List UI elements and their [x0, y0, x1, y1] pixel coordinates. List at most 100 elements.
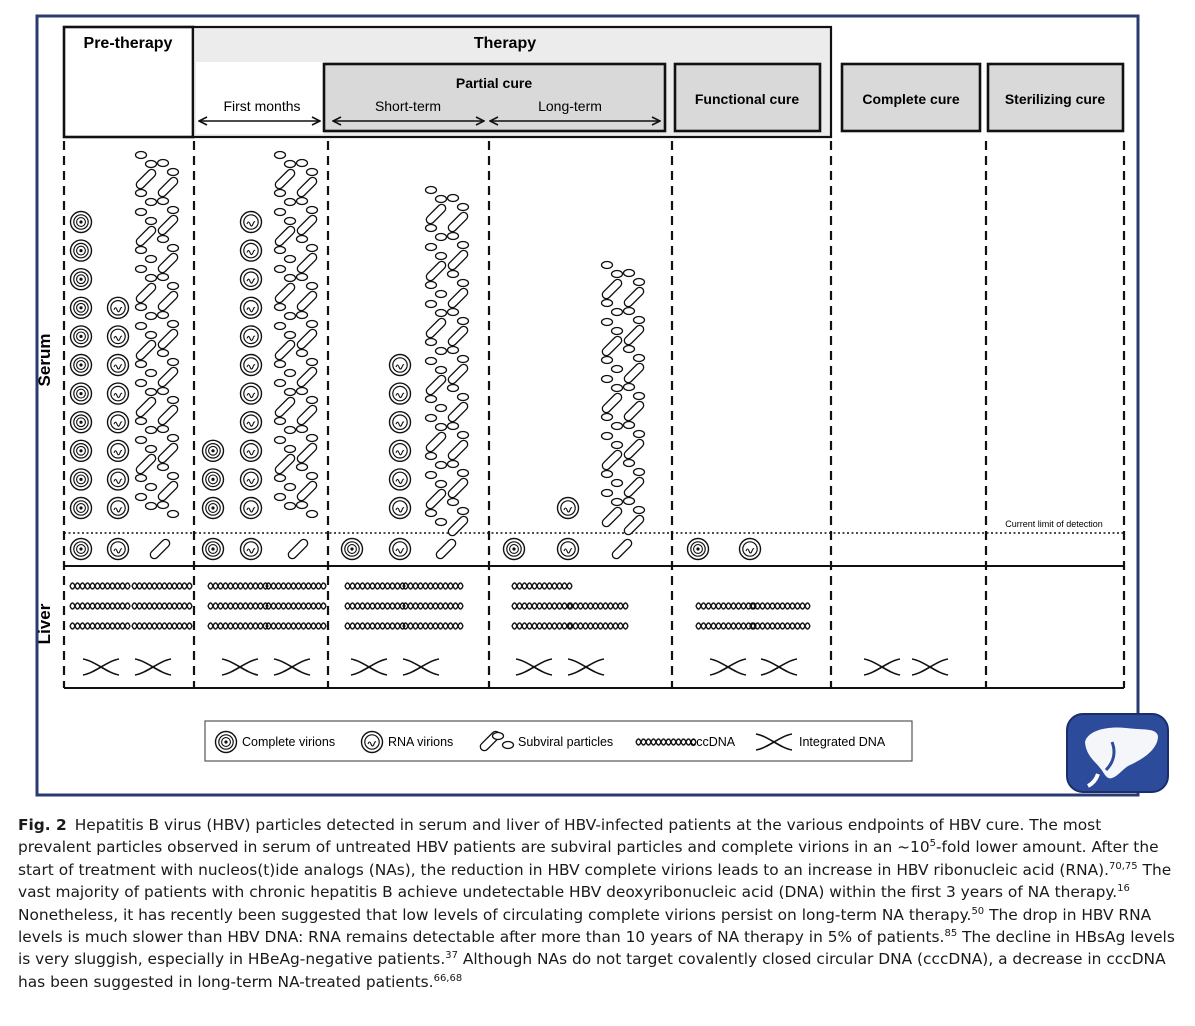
subviral-particle-icon [157, 366, 179, 388]
subviral-particle-icon [425, 431, 447, 453]
subviral-particle-icon [622, 344, 646, 363]
subviral-particle-icon [273, 245, 297, 264]
subviral-particle-icon [623, 438, 645, 460]
subviral-particle-icon [274, 396, 296, 418]
subviral-particle-icon [622, 268, 646, 287]
cccdna-icon [131, 622, 193, 630]
subviral-particle-icon [424, 185, 448, 204]
complete-virion-icon [69, 411, 93, 434]
figure-label: Fig. 2 [18, 816, 67, 834]
complete-virion-icon [69, 468, 93, 491]
subviral-particle-icon [157, 480, 179, 502]
subviral-particle-icon [134, 473, 158, 492]
rna-virion-icon [106, 353, 130, 377]
subviral-particle-icon [296, 442, 318, 464]
subviral-particle-icon [447, 515, 469, 537]
subviral-particle-icon [273, 302, 297, 321]
subviral-particle-icon [622, 420, 646, 439]
rna-virion-icon [106, 537, 130, 561]
complete-virion-icon [201, 468, 225, 491]
cccdna-icon [344, 622, 406, 630]
complete-virion-icon [686, 537, 710, 561]
subviral-particle-icon [447, 287, 469, 309]
rna-virion-icon [556, 496, 580, 520]
subviral-particle-icon [446, 459, 470, 478]
subviral-particle-icon [156, 272, 180, 291]
subviral-particle-icon [446, 231, 470, 250]
cccdna-icon [567, 602, 629, 610]
rna-virion-icon [388, 537, 412, 561]
outer-frame [35, 14, 1140, 797]
subviral-particle-icon [295, 234, 319, 253]
subviral-particle-icon [601, 335, 623, 357]
cccdna-icon [265, 622, 327, 630]
particle-layer [69, 150, 949, 676]
integrated-dna-icon [402, 658, 440, 676]
cccdna-icon [207, 582, 269, 590]
subviral-particle-icon [623, 362, 645, 384]
integrated-dna-icon [863, 658, 901, 676]
subviral-particle-icon [447, 401, 469, 423]
complete-virion-icon [69, 210, 93, 234]
integrated-dna-icon [221, 658, 259, 676]
pre-therapy-label: Pre-therapy [84, 35, 173, 52]
subviral-particle-icon [622, 306, 646, 325]
cccdna-icon [131, 602, 193, 610]
liver-label: Liver [35, 603, 54, 644]
complete-virion-icon [69, 382, 93, 405]
rna-virion-icon [239, 239, 263, 262]
cccdna-icon [749, 602, 811, 610]
subviral-particle-icon [134, 264, 158, 283]
rna-virion-icon [239, 210, 263, 234]
subviral-particle-icon [157, 176, 179, 198]
subviral-particle-icon [446, 497, 470, 516]
subviral-particle-icon [622, 458, 646, 477]
sterilizing-cure-box [986, 62, 1125, 133]
subviral-particle-icon [446, 307, 470, 326]
subviral-particle-icon [157, 214, 179, 236]
subviral-particle-icon [135, 168, 157, 190]
sterilizing-cure-label: Sterilizing cure [1005, 91, 1106, 107]
subviral-particle-icon [424, 280, 448, 299]
subviral-particle-icon [273, 473, 297, 492]
partial-cure-label: Partial cure [456, 75, 532, 91]
subviral-particle-icon [134, 302, 158, 321]
short-term-label: Short-term [375, 98, 441, 114]
complete-virion-icon [201, 439, 225, 462]
subviral-particle-icon [274, 282, 296, 304]
subviral-particle-icon [295, 462, 319, 481]
cccdna-icon [635, 738, 697, 746]
subviral-particle-icon [295, 386, 319, 405]
subviral-particle-icon [296, 328, 318, 350]
complete-virion-icon [69, 325, 93, 348]
column-dividers [62, 141, 1126, 688]
caption-text-3: The vast majority of patients with chron… [18, 860, 1172, 902]
subviral-particle-icon [622, 496, 646, 515]
subviral-particle-icon [600, 412, 624, 431]
cccdna-icon [402, 602, 464, 610]
subviral-particle-icon [157, 328, 179, 350]
subviral-particle-icon [156, 158, 180, 177]
subviral-particle-icon [296, 214, 318, 236]
subviral-particle-icon [447, 211, 469, 233]
caption-ref: 70,75 [1109, 860, 1138, 872]
subviral-particle-icon [425, 488, 447, 510]
subviral-particle-icon [623, 476, 645, 498]
diagram-canvas: Pre-therapy Therapy Partial cure First m… [35, 14, 1169, 797]
subviral-particle-icon [424, 394, 448, 413]
subviral-particle-icon [273, 264, 297, 283]
subviral-particle-icon [491, 731, 515, 750]
cccdna-icon [207, 602, 269, 610]
subviral-particle-icon [295, 272, 319, 291]
subviral-particle-icon [156, 500, 180, 519]
subviral-particle-icon [295, 158, 319, 177]
complete-virion-icon [69, 496, 93, 520]
rna-virion-icon [106, 439, 130, 462]
subviral-particle-icon [447, 325, 469, 347]
subviral-particle-icon [424, 337, 448, 356]
subviral-particle-icon [623, 324, 645, 346]
caption-ref: 5 [929, 838, 936, 850]
subviral-particle-icon [156, 348, 180, 367]
rna-virion-icon [239, 537, 263, 561]
complete-cure-box [840, 62, 982, 133]
